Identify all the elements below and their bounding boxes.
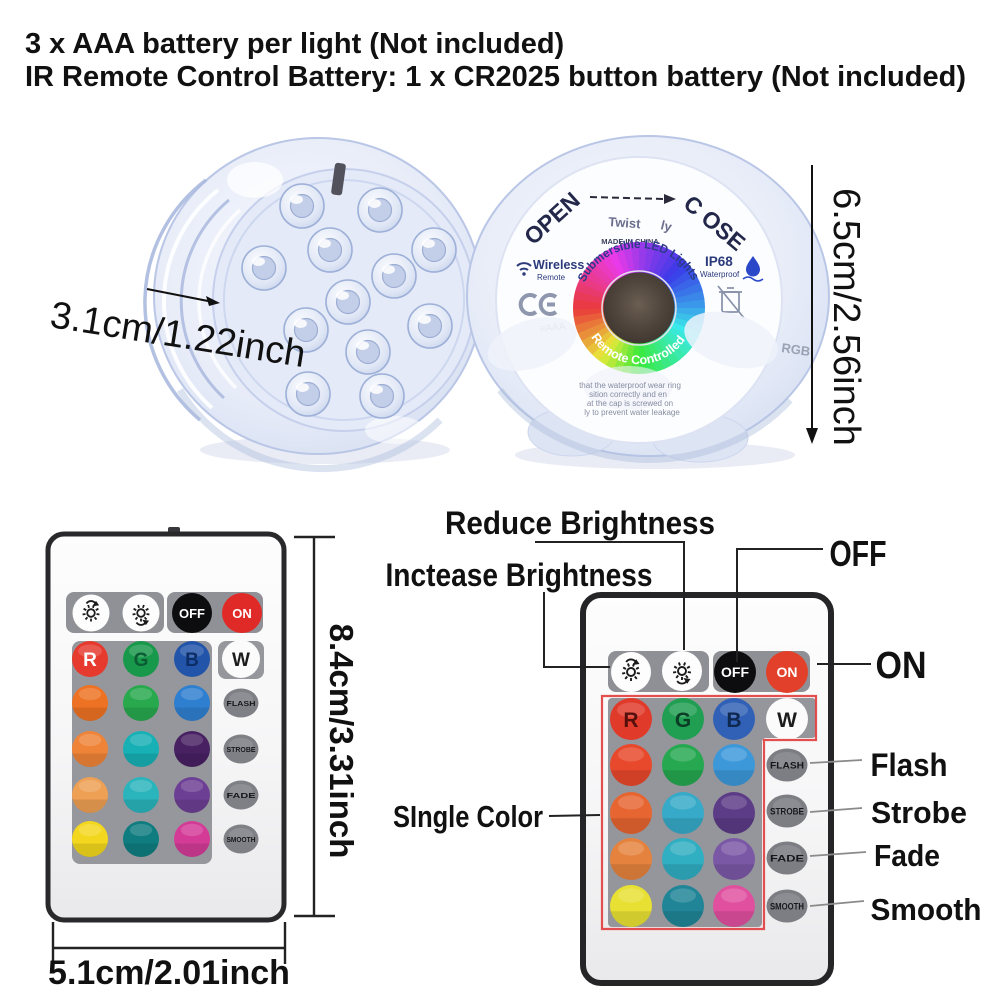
svg-text:SIngle Color: SIngle Color bbox=[393, 799, 543, 834]
svg-text:R: R bbox=[83, 650, 97, 671]
svg-text:STROBE: STROBE bbox=[227, 745, 256, 754]
svg-text:STROBE: STROBE bbox=[770, 807, 804, 817]
svg-text:G: G bbox=[134, 650, 149, 671]
svg-text:W: W bbox=[232, 650, 250, 671]
svg-text:ly to prevent water leakage: ly to prevent water leakage bbox=[584, 408, 680, 417]
svg-text:G: G bbox=[675, 709, 691, 732]
svg-text:Flash: Flash bbox=[871, 747, 948, 783]
svg-text:Wireless: Wireless bbox=[533, 258, 584, 272]
svg-text:FLASH: FLASH bbox=[770, 761, 804, 771]
svg-text:8.4cm/3.31inch: 8.4cm/3.31inch bbox=[323, 624, 360, 859]
svg-text:Strobe: Strobe bbox=[871, 795, 967, 830]
svg-text:ON: ON bbox=[876, 645, 927, 687]
svg-text:ON: ON bbox=[232, 606, 252, 621]
svg-text:ON: ON bbox=[777, 664, 798, 680]
svg-text:sition correctly and en: sition correctly and en bbox=[589, 390, 667, 399]
svg-text:RGB: RGB bbox=[781, 340, 812, 359]
svg-text:R: R bbox=[623, 709, 638, 732]
svg-text:Reduce Brightness: Reduce Brightness bbox=[445, 505, 715, 541]
svg-text:FADE: FADE bbox=[770, 854, 804, 864]
svg-text:W: W bbox=[777, 709, 797, 732]
svg-text:B: B bbox=[185, 650, 199, 671]
svg-text:OFF: OFF bbox=[721, 664, 749, 680]
svg-text:MADE IN CHINA: MADE IN CHINA bbox=[601, 237, 659, 246]
svg-text:SMOOTH: SMOOTH bbox=[227, 835, 256, 844]
svg-text:6.5cm/2.56inch: 6.5cm/2.56inch bbox=[825, 188, 867, 446]
svg-text:FLASH: FLASH bbox=[227, 699, 256, 708]
svg-text:3 x AAA battery per light (Not: 3 x AAA battery per light (Not included) bbox=[25, 28, 564, 60]
svg-text:Twist: Twist bbox=[608, 214, 642, 231]
svg-text:Waterproof: Waterproof bbox=[700, 270, 740, 279]
svg-text:OFF: OFF bbox=[830, 533, 887, 574]
svg-text:Fade: Fade bbox=[874, 838, 940, 873]
svg-text:OFF: OFF bbox=[179, 606, 205, 621]
svg-text:Inctease Brightness: Inctease Brightness bbox=[386, 557, 653, 593]
svg-text:Remote: Remote bbox=[537, 273, 566, 282]
svg-text:IP68: IP68 bbox=[705, 254, 733, 269]
svg-text:5.1cm/2.01inch: 5.1cm/2.01inch bbox=[48, 954, 290, 992]
svg-text:FADE: FADE bbox=[227, 791, 256, 800]
svg-text:that the waterproof wear ring: that the waterproof wear ring bbox=[579, 381, 681, 390]
svg-text:B: B bbox=[726, 709, 741, 732]
svg-text:Smooth: Smooth bbox=[871, 892, 982, 927]
svg-text:IR Remote Control Battery: 1 x: IR Remote Control Battery: 1 x CR2025 bu… bbox=[25, 61, 966, 93]
svg-text:at the cap is screwed on: at the cap is screwed on bbox=[587, 399, 673, 408]
svg-text:SMOOTH: SMOOTH bbox=[770, 902, 804, 912]
svg-text:ly: ly bbox=[659, 217, 674, 234]
